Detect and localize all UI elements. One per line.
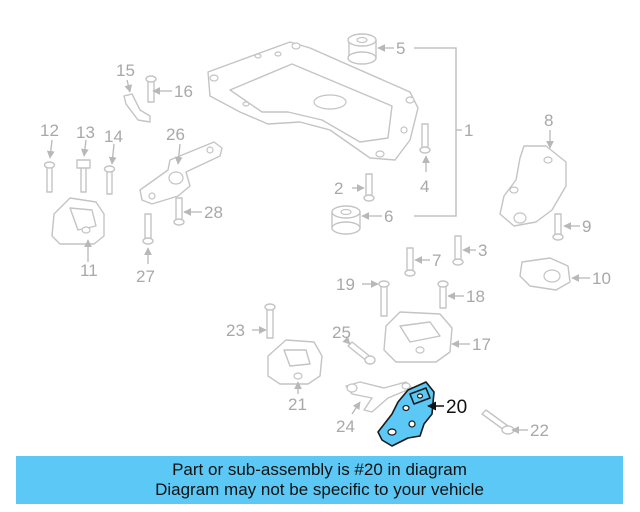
callout-26: 26 — [166, 125, 185, 144]
torque-arm-26-part[interactable] — [139, 141, 223, 205]
callout-12: 12 — [40, 121, 59, 140]
banner-line-1: Part or sub-assembly is #20 in diagram — [172, 460, 467, 479]
callout-27: 27 — [136, 267, 155, 286]
bolt-23-part[interactable] — [264, 303, 276, 339]
callout-2: 2 — [334, 179, 343, 198]
callout-28: 28 — [204, 203, 223, 222]
bolt-14-part[interactable] — [103, 165, 116, 195]
callout-24: 24 — [336, 417, 355, 436]
callout-15: 15 — [116, 61, 135, 80]
callout-7: 7 — [432, 251, 441, 270]
callout-19: 19 — [336, 275, 355, 294]
bolt-22-part[interactable] — [481, 409, 515, 435]
callout-22: 22 — [530, 421, 549, 440]
callout-18: 18 — [466, 287, 485, 306]
bolt-2-part[interactable] — [363, 173, 375, 202]
callout-1: 1 — [464, 121, 473, 140]
callout-13: 13 — [76, 123, 95, 142]
mount-17-part[interactable] — [383, 311, 453, 363]
callout-21: 21 — [288, 395, 307, 414]
callout-10: 10 — [592, 269, 611, 288]
callout-8: 8 — [544, 111, 553, 130]
bolt-16-part[interactable] — [145, 75, 157, 103]
bolt-9-part[interactable] — [552, 213, 564, 241]
link-arm-24-part[interactable] — [345, 381, 413, 413]
mount-21-part[interactable] — [267, 339, 323, 385]
bolt-25-part[interactable] — [347, 341, 376, 365]
bushing-6-part[interactable] — [331, 205, 361, 235]
bolt-12-part[interactable] — [43, 161, 56, 193]
banner-line-2: Diagram may not be specific to your vehi… — [155, 480, 484, 499]
mount-10-part[interactable] — [519, 257, 571, 291]
callout-5: 5 — [396, 39, 405, 58]
leader-lines — [46, 44, 590, 434]
info-banner: Part or sub-assembly is #20 in diagram D… — [16, 456, 623, 504]
callout-14: 14 — [104, 127, 123, 146]
callout-6: 6 — [384, 207, 393, 226]
bolt-3-part[interactable] — [452, 235, 464, 266]
subframe-part[interactable] — [207, 41, 419, 161]
bolt-18-part[interactable] — [437, 280, 449, 309]
bolt-13-part[interactable] — [76, 159, 91, 193]
bolt-7-part[interactable] — [404, 247, 416, 277]
callout-3: 3 — [478, 241, 487, 260]
callout-25: 25 — [332, 323, 351, 342]
bolt-27-part[interactable] — [142, 213, 154, 245]
callout-16: 16 — [174, 82, 193, 101]
callout-23: 23 — [226, 321, 245, 340]
bolt-28-part[interactable] — [173, 197, 185, 226]
callout-11: 11 — [80, 261, 98, 280]
mount-11-part[interactable] — [51, 197, 105, 245]
callout-17: 17 — [472, 335, 491, 354]
callout-labels: 1 2 3 4 5 6 7 8 9 10 11 12 13 14 15 16 1… — [40, 39, 611, 440]
callout-4: 4 — [420, 177, 429, 196]
bracket-15-part[interactable] — [123, 93, 151, 123]
callout-9: 9 — [582, 217, 591, 236]
callout-20: 20 — [446, 397, 467, 418]
bracket-8-part[interactable] — [499, 145, 567, 227]
bolt-19-part[interactable] — [378, 280, 390, 317]
bolt-4-part[interactable] — [419, 123, 431, 154]
bushing-5-part[interactable] — [347, 33, 377, 65]
bracket-20-part-highlighted[interactable] — [377, 381, 435, 447]
